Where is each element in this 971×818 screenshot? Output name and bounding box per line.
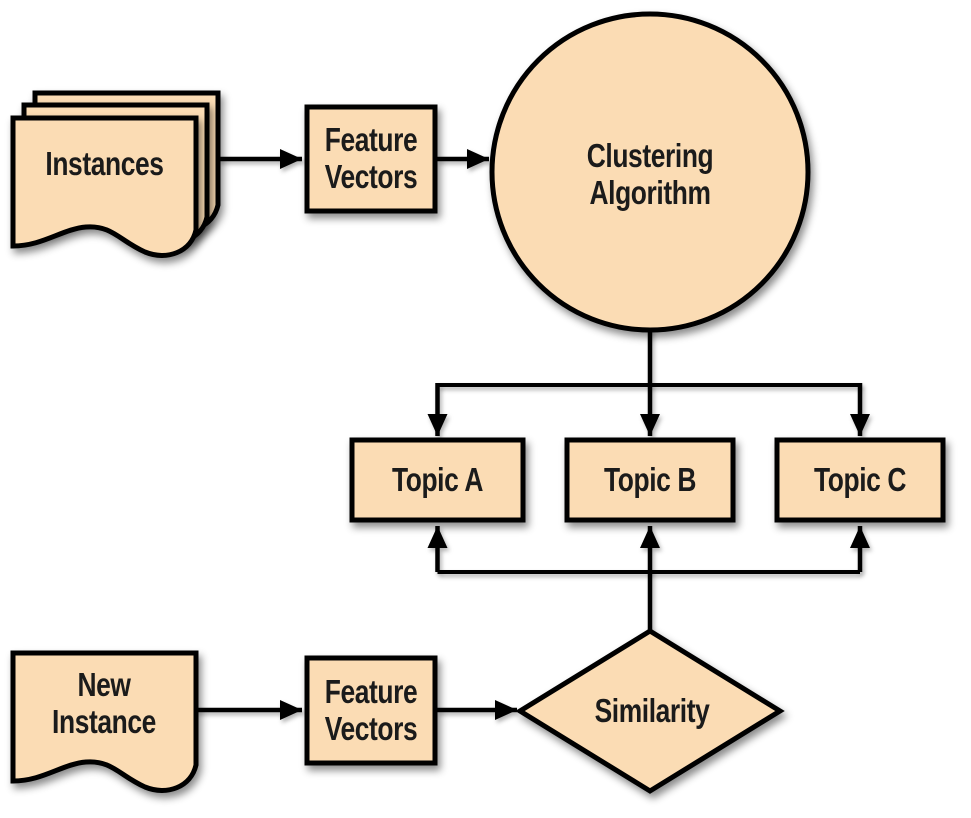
topic-c-box [774,437,946,523]
feature-vectors-top-box [304,104,438,214]
similarity-diamond [515,628,785,794]
connectors [196,149,870,720]
instances-document-stack [10,90,221,258]
instances-document-front [10,115,199,258]
new-instance-document [10,650,199,793]
feature-vectors-bottom-box [304,655,438,766]
topic-b-box [564,437,736,523]
clustering-algorithm-circle [489,11,811,333]
topic-a-box [349,437,526,523]
